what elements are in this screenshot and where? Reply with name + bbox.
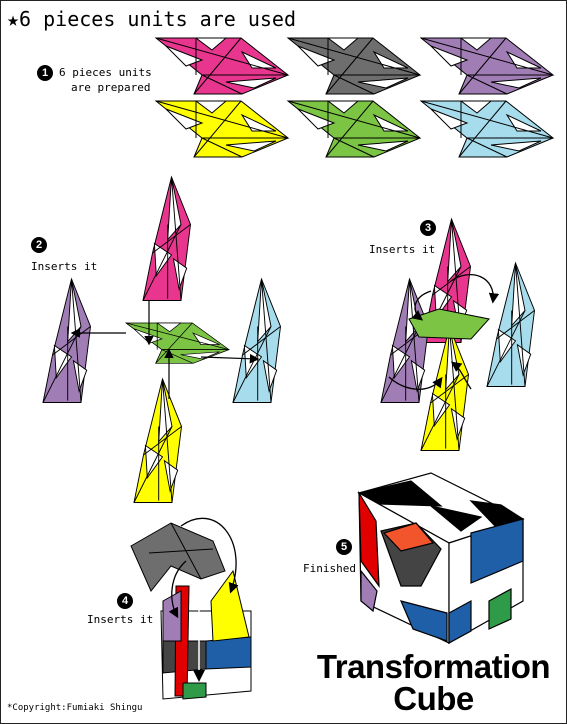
step2-yellow-down (133, 377, 182, 503)
step-1-label-line2: are prepared (71, 81, 151, 94)
step-4-label: Inserts it (87, 613, 154, 626)
final-title-line1: Transformation (316, 648, 551, 685)
unit-gray (286, 37, 422, 95)
step2-cyan-right (232, 277, 281, 403)
step-4-badge: 4 (117, 593, 133, 609)
step2-green-center (124, 322, 231, 364)
unit-cyan (419, 100, 555, 158)
copyright-text: *Copyright:Fumiaki Shingu (7, 703, 143, 713)
step-3-label: Inserts it (369, 243, 436, 256)
unit-green (286, 100, 422, 158)
unit-purple (419, 37, 555, 95)
finished-cube (357, 472, 525, 645)
page-title: ★6 pieces units are used (7, 7, 296, 31)
step-5-label: Finished (303, 562, 356, 575)
step4-assembly (130, 517, 252, 700)
step-1-label-line1: 6 pieces units (59, 66, 152, 79)
step2-purple-left (42, 277, 91, 403)
step-1-badge: 1 (37, 65, 53, 81)
step-3-badge: 3 (420, 220, 436, 236)
step3-assembly (380, 217, 535, 451)
step-5-badge: 5 (336, 539, 352, 555)
step2-magenta-up (142, 175, 191, 301)
final-title: Transformation Cube (306, 648, 561, 717)
unit-yellow (154, 100, 290, 158)
step-2-label: Inserts it (31, 260, 98, 273)
step-2-badge: 2 (31, 237, 47, 253)
step2-arrows (70, 301, 260, 399)
unit-magenta (154, 37, 290, 95)
final-title-line2: Cube (393, 680, 474, 717)
